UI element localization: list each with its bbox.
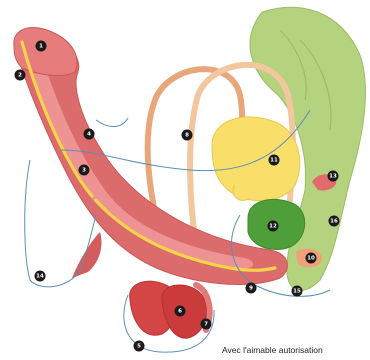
marker-16: 16 <box>329 216 340 227</box>
credit-text: Avec l'aimable autorisation <box>222 345 370 355</box>
marker-6: 6 <box>175 306 186 317</box>
marker-number: 13 <box>329 173 337 179</box>
marker-number: 8 <box>185 132 189 138</box>
marker-number: 5 <box>137 343 141 349</box>
marker-13: 13 <box>328 171 339 182</box>
marker-4: 4 <box>84 129 95 140</box>
marker-14: 14 <box>35 271 46 282</box>
marker-12: 12 <box>268 221 279 232</box>
marker-number: 16 <box>330 218 338 224</box>
marker-number: 4 <box>87 131 91 137</box>
marker-10: 10 <box>306 253 317 264</box>
marker-3: 3 <box>79 165 90 176</box>
marker-8: 8 <box>182 130 193 141</box>
marker-number: 1 <box>39 43 43 49</box>
crus-flap <box>72 232 102 278</box>
marker-5: 5 <box>134 341 145 352</box>
marker-number: 10 <box>307 255 315 261</box>
marker-number: 14 <box>36 273 44 279</box>
marker-number: 11 <box>270 157 278 163</box>
marker-11: 11 <box>269 155 280 166</box>
yellow-gland <box>212 117 300 201</box>
marker-number: 6 <box>178 308 182 314</box>
marker-2: 2 <box>15 70 26 81</box>
marker-number: 15 <box>293 288 301 294</box>
marker-1: 1 <box>36 41 47 52</box>
marker-number: 9 <box>249 285 253 291</box>
marker-7: 7 <box>201 319 212 330</box>
marker-number: 2 <box>18 72 22 78</box>
outline-line-curve <box>96 118 128 127</box>
marker-number: 12 <box>269 223 277 229</box>
marker-number: 7 <box>204 321 208 327</box>
marker-number: 3 <box>82 167 86 173</box>
marker-15: 15 <box>292 286 303 297</box>
marker-9: 9 <box>246 283 257 294</box>
